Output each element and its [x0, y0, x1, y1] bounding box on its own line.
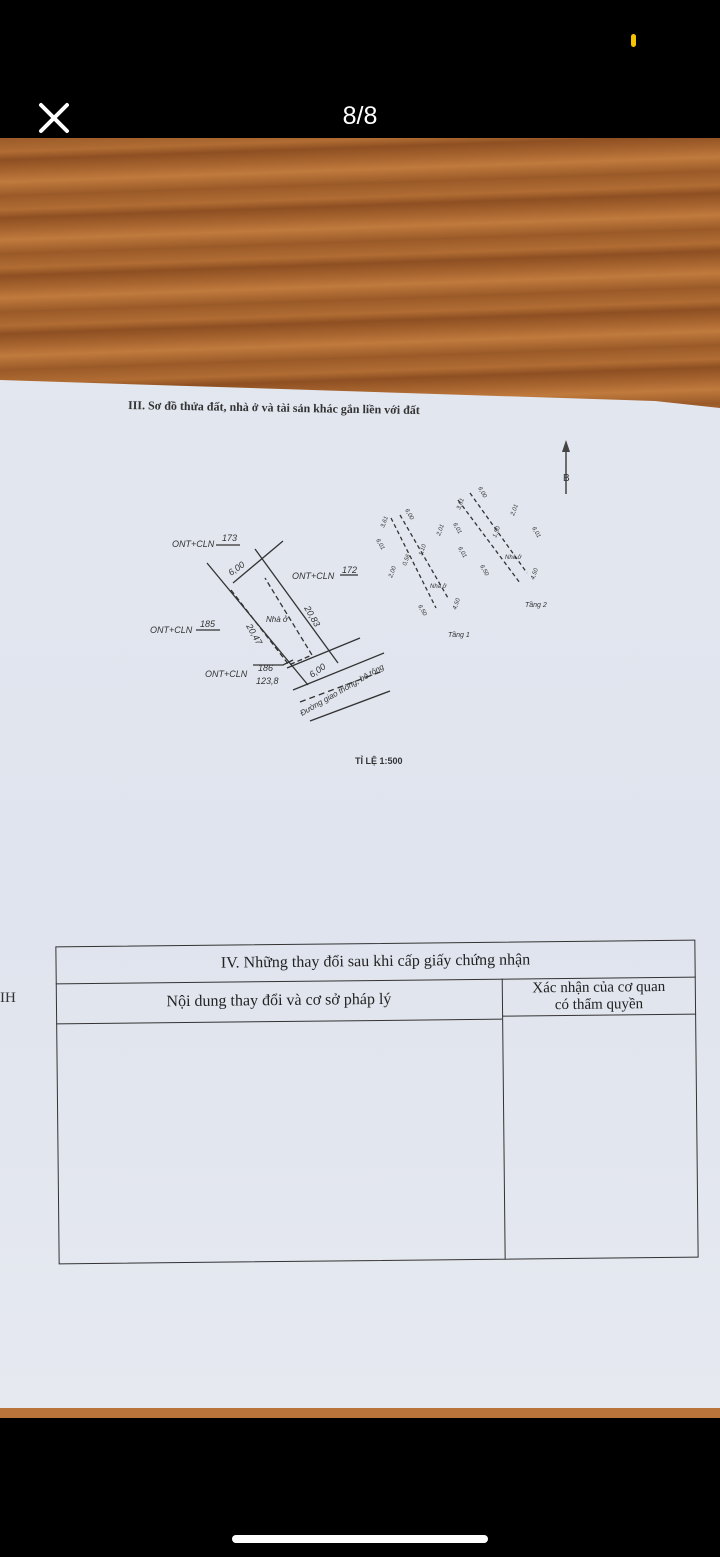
floor1-house-label: Nhà ở: [430, 583, 448, 590]
document-page: [0, 380, 720, 1418]
parcel-173-number: 173: [222, 533, 237, 543]
floor2-house-label: Nhà ở: [505, 554, 523, 561]
col1-header: Nội dung thay đổi và cơ sở pháp lý: [55, 978, 503, 1025]
parcel-186-area: 123,8: [256, 676, 279, 686]
home-indicator[interactable]: [232, 1535, 488, 1543]
floor2-dim: 4,50: [530, 567, 540, 581]
floor1-dim: 4,50: [452, 597, 462, 611]
floor1-label: Tầng 1: [448, 630, 470, 639]
floor2-dim: 1,50: [492, 525, 502, 539]
floor2-dim: 6,50: [478, 564, 489, 578]
house-label: Nhà ở: [266, 615, 289, 624]
scale-label: TỈ LỆ 1:500: [355, 755, 403, 766]
right-side-dimension: 20,83: [302, 603, 322, 628]
floor2-dim: 6,00: [476, 486, 487, 500]
viewer-top-bar: 8/8: [0, 0, 720, 138]
left-side-dimension: 20,47: [244, 621, 265, 647]
floor1-dim: 6,01: [456, 546, 467, 559]
table-edge: [0, 1408, 720, 1418]
floor1-dim: 1,10: [418, 543, 428, 557]
floor2-dim: 3,61: [456, 498, 466, 511]
floor1-dim: 6,50: [416, 604, 427, 618]
floor2-label: Tầng 2: [525, 600, 547, 609]
floor1-dim: 2,01: [436, 524, 446, 538]
col2-header: Xác nhận của cơ quan có thẩm quyền: [501, 976, 697, 1017]
north-label: B: [563, 473, 570, 484]
north-arrow: B: [562, 440, 570, 494]
col2-header-line2: có thẩm quyền: [554, 996, 644, 1014]
close-icon[interactable]: [36, 100, 72, 136]
parcel-186-number: 186: [258, 663, 273, 673]
floor2-dim: 2,01: [510, 504, 520, 518]
floor-dimensions: 3,61 6,00 2,01 6,01 1,10 2,00 6,50 4,50 …: [374, 486, 541, 618]
floor1-dim: 0,56: [402, 553, 412, 567]
parcel-185-number: 185: [200, 619, 216, 629]
parcel-172-number: 172: [342, 565, 357, 575]
image-counter: 8/8: [342, 102, 378, 130]
floor2-dim: 6,01: [530, 526, 541, 539]
left-edge-text: IH: [0, 990, 16, 1006]
changes-table: IV. Những thay đổi sau khi cấp giấy chứn…: [55, 939, 699, 1265]
floor1-dim: 2,00: [388, 565, 398, 580]
parcel-172-use: ONT+CLN: [292, 571, 335, 581]
floor1-dim: 3,61: [380, 516, 390, 529]
status-indicator: [631, 34, 636, 47]
floor2-dim: 6,01: [451, 522, 462, 535]
parcel-173-use: ONT+CLN: [172, 539, 215, 549]
floor1-dim: 6,00: [403, 508, 414, 522]
land-diagram: B ONT+CLN 173 ONT+CLN 172 ONT+CLN 185 ON…: [150, 440, 570, 766]
parcel-lines: [196, 492, 528, 722]
parcel-185-use: ONT+CLN: [150, 625, 193, 635]
photo[interactable]: III. Sơ đồ thửa đất, nhà ở và tài sản kh…: [0, 138, 720, 1418]
col2-header-line1: Xác nhận của cơ quan: [532, 978, 666, 997]
parcel-186-use: ONT+CLN: [205, 669, 248, 679]
floor1-dim: 6,01: [374, 538, 385, 551]
